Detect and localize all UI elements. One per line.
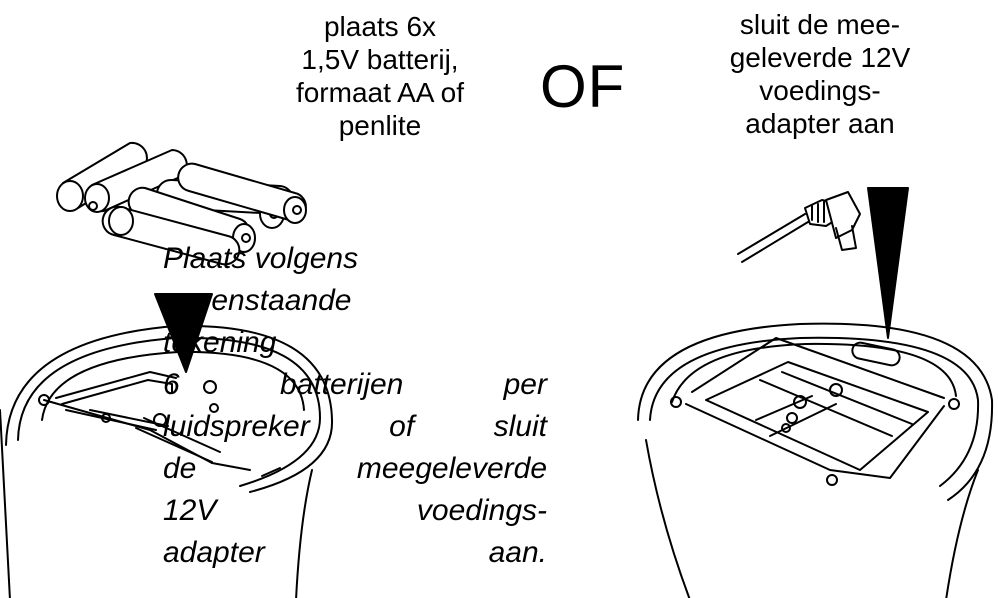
right-caption: sluit de mee- geleverde 12V voedings- ad… <box>729 9 911 139</box>
instruction-text: Plaats volgens nevenstaande tekening 6 b… <box>163 238 547 574</box>
instruction-line: nevenstaande <box>163 284 352 317</box>
connect-arrow <box>867 187 909 339</box>
instruction-line: luidspreker of sluit <box>163 410 547 443</box>
right-speaker-base <box>637 322 994 598</box>
instruction-line: 12V voedings- <box>163 494 547 527</box>
left-caption: plaats 6x 1,5V batterij, formaat AA of p… <box>295 11 465 141</box>
instruction-line: adapter aan. <box>163 536 547 569</box>
insert-arrow <box>154 293 213 373</box>
power-adapter-plug <box>737 191 861 263</box>
left-speaker-base <box>0 324 334 598</box>
aa-batteries-illustration <box>56 141 307 266</box>
instruction-line: de meegeleverde <box>163 452 547 485</box>
instruction-line: Plaats volgens <box>163 242 359 275</box>
or-label: OF <box>540 53 626 120</box>
instruction-line: 6 batterijen per <box>163 368 547 401</box>
instruction-line: tekening <box>163 326 277 359</box>
